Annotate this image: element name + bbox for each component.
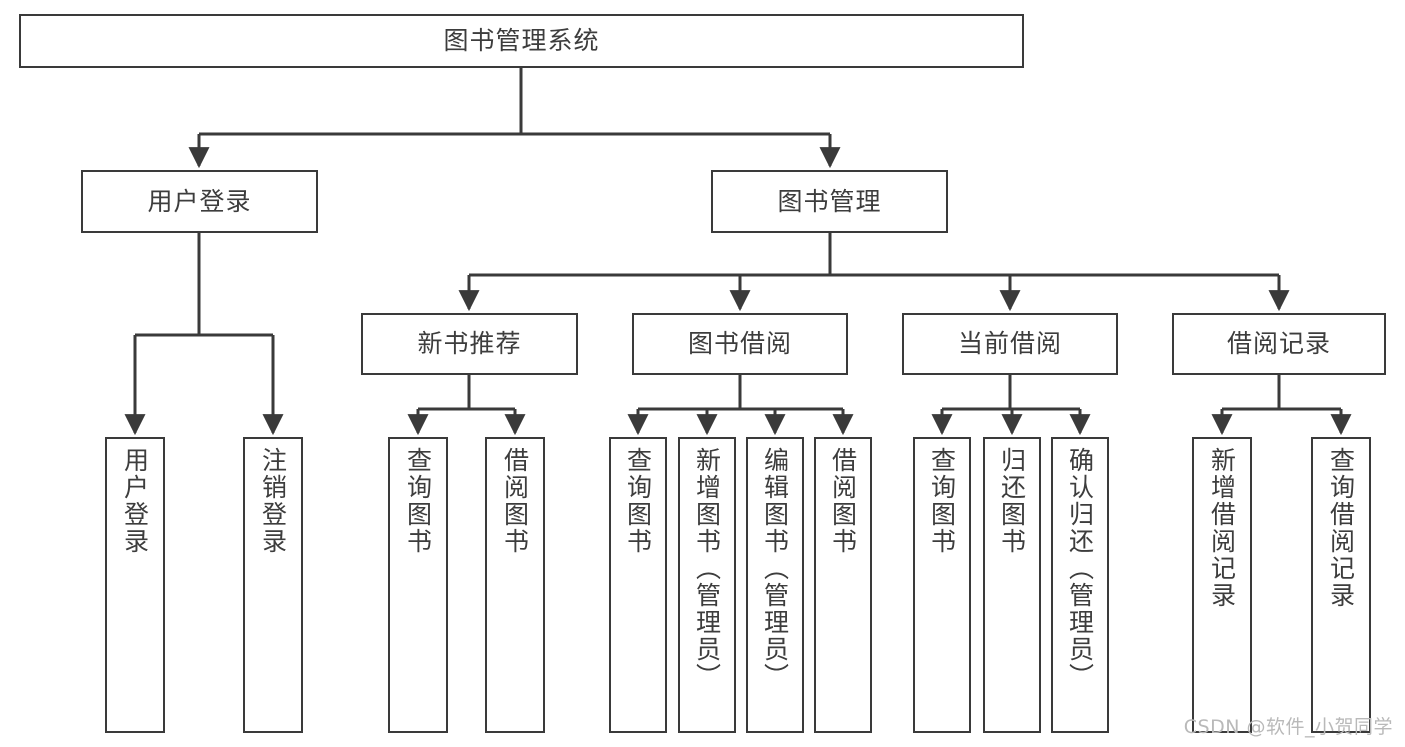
node-new-book-recommend[interactable]: 新书推荐 [361,313,578,375]
node-label: 借阅记录 [1226,329,1331,359]
node-label: 新书推荐 [417,329,522,359]
node-label: 借阅图书 [828,447,858,555]
node-leaf-query-book-nbr[interactable]: 查询图书 [388,437,448,733]
node-label: 图书借阅 [687,329,792,359]
node-leaf-confirm-return-admin[interactable]: 确认归还（管理员） [1051,437,1109,733]
node-leaf-edit-book-admin[interactable]: 编辑图书（管理员） [746,437,804,733]
node-leaf-borrow-book-nbr[interactable]: 借阅图书 [485,437,545,733]
node-label: 归还图书 [997,447,1027,555]
node-label: 查询图书 [927,447,957,555]
node-label: 新增借阅记录 [1207,447,1237,609]
node-label: 新增图书（管理员） [692,447,722,690]
node-label: 当前借阅 [957,329,1062,359]
node-leaf-user-login[interactable]: 用户登录 [105,437,165,733]
node-label: 借阅图书 [500,447,530,555]
node-label: 图书管理系统 [443,26,600,56]
node-borrow-record[interactable]: 借阅记录 [1172,313,1386,375]
node-label: 用户登录 [147,186,252,216]
node-user-login[interactable]: 用户登录 [81,170,318,233]
node-label: 查询图书 [403,447,433,555]
node-book-management[interactable]: 图书管理 [711,170,948,233]
node-book-borrow[interactable]: 图书借阅 [632,313,848,375]
node-leaf-query-borrow-record[interactable]: 查询借阅记录 [1311,437,1371,733]
node-current-borrow[interactable]: 当前借阅 [902,313,1118,375]
node-label: 注销登录 [258,447,288,555]
node-leaf-logout[interactable]: 注销登录 [243,437,303,733]
node-label: 查询借阅记录 [1326,447,1356,609]
node-leaf-query-book-cb[interactable]: 查询图书 [913,437,971,733]
node-label: 图书管理 [777,186,882,216]
node-label: 确认归还（管理员） [1065,447,1095,690]
csdn-watermark: CSDN @软件_小贺同学 [1183,716,1393,738]
node-leaf-return-book[interactable]: 归还图书 [983,437,1041,733]
node-leaf-borrow-book-bb[interactable]: 借阅图书 [814,437,872,733]
node-leaf-add-borrow-record[interactable]: 新增借阅记录 [1192,437,1252,733]
node-label: 编辑图书（管理员） [760,447,790,690]
node-label: 查询图书 [623,447,653,555]
node-leaf-add-book-admin[interactable]: 新增图书（管理员） [678,437,736,733]
node-root-system[interactable]: 图书管理系统 [19,14,1024,68]
node-leaf-query-book-bb[interactable]: 查询图书 [609,437,667,733]
node-label: 用户登录 [120,447,150,555]
